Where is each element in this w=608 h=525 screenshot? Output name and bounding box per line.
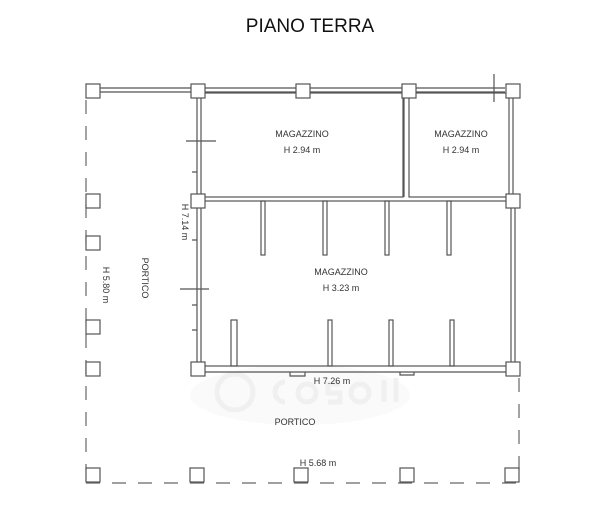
room-label: MAGAZZINO [275, 129, 329, 139]
room-height: H 2.94 m [284, 145, 321, 155]
room-label: MAGAZZINO [434, 129, 488, 139]
wall-height-bottom: H 7.26 m [314, 376, 351, 386]
portico-height: H 5.80 m [101, 267, 111, 304]
portico-boundary [85, 100, 525, 484]
room-height: H 3.23 m [323, 283, 360, 293]
watermark-logo [190, 365, 410, 425]
room-height: H 2.94 m [443, 145, 480, 155]
portico-label: PORTICO [140, 258, 150, 299]
plan-title: PIANO TERRA [246, 16, 375, 37]
portico-label: PORTICO [275, 417, 316, 427]
portico-height: H 5.68 m [300, 458, 337, 468]
pillars [85, 83, 521, 483]
room-label: MAGAZZINO [314, 267, 368, 277]
wall-height-left: H 7.14 m [180, 204, 190, 241]
walls [100, 74, 516, 377]
